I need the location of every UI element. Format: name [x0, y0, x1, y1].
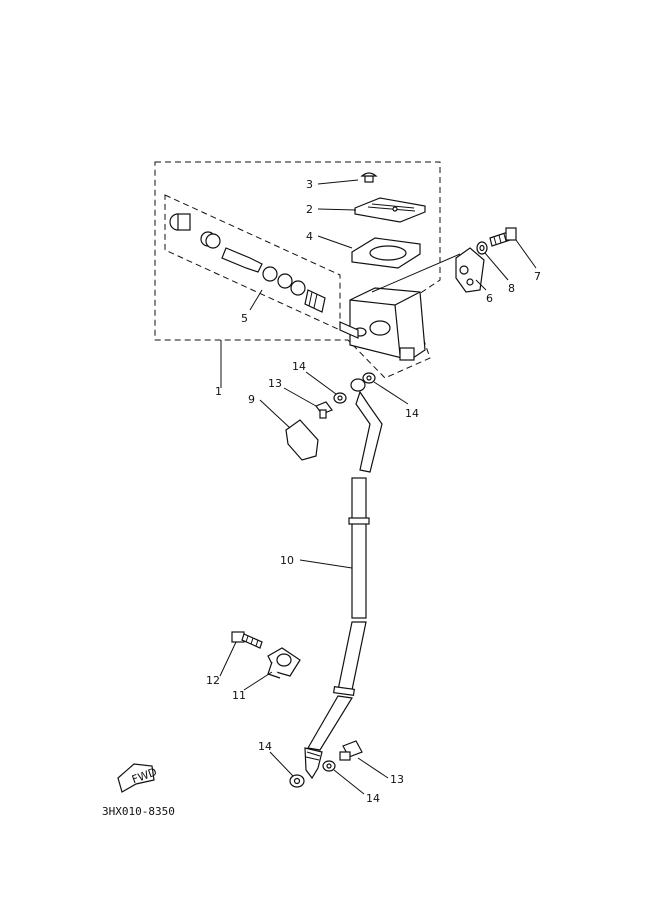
callout-2: 2	[306, 203, 313, 216]
leader-lines	[219, 179, 537, 795]
callout-6: 6	[486, 292, 493, 305]
callout-13-upper: 13	[268, 377, 282, 390]
callout-3: 3	[306, 178, 313, 191]
reservoir-cap-part-2	[354, 197, 426, 223]
diaphragm-part-4	[351, 237, 421, 269]
callout-10: 10	[280, 554, 294, 567]
callout-9: 9	[248, 393, 255, 406]
bolt-part-7	[489, 227, 517, 247]
washer-part-8	[476, 241, 488, 255]
callout-14-upper-left: 14	[292, 360, 306, 373]
assembly-boundary	[154, 161, 441, 379]
callout-12: 12	[206, 674, 220, 687]
callout-11: 11	[232, 689, 246, 702]
union-bolt-part-13-a	[315, 401, 333, 419]
callout-8: 8	[508, 282, 515, 295]
washer-part-14-a	[333, 392, 347, 404]
callout-5: 5	[241, 312, 248, 325]
callout-14-lower-left: 14	[258, 740, 272, 753]
callout-4: 4	[306, 230, 313, 243]
callout-13-lower: 13	[390, 773, 404, 786]
brake-hose-part-10	[304, 378, 383, 780]
washer-part-14-d	[322, 760, 336, 772]
master-cylinder-body	[339, 287, 426, 361]
piston-kit-part-5	[169, 213, 326, 313]
cover-part-9	[285, 419, 319, 461]
callout-7: 7	[534, 270, 541, 283]
holder-part-6	[455, 247, 485, 293]
screw-part-3	[360, 172, 378, 183]
bolt-part-12	[231, 631, 263, 649]
callout-1: 1	[215, 385, 222, 398]
clamp-part-11	[267, 647, 301, 679]
callout-14-upper-right: 14	[405, 407, 419, 420]
washer-part-14-c	[289, 774, 305, 788]
washer-part-14-b	[362, 372, 376, 384]
union-bolt-part-13-b	[339, 740, 363, 761]
callout-14-lower-right: 14	[366, 792, 380, 805]
forward-arrow-icon: FWD	[117, 763, 159, 793]
diagram-code: 3HX010-8350	[102, 805, 175, 818]
